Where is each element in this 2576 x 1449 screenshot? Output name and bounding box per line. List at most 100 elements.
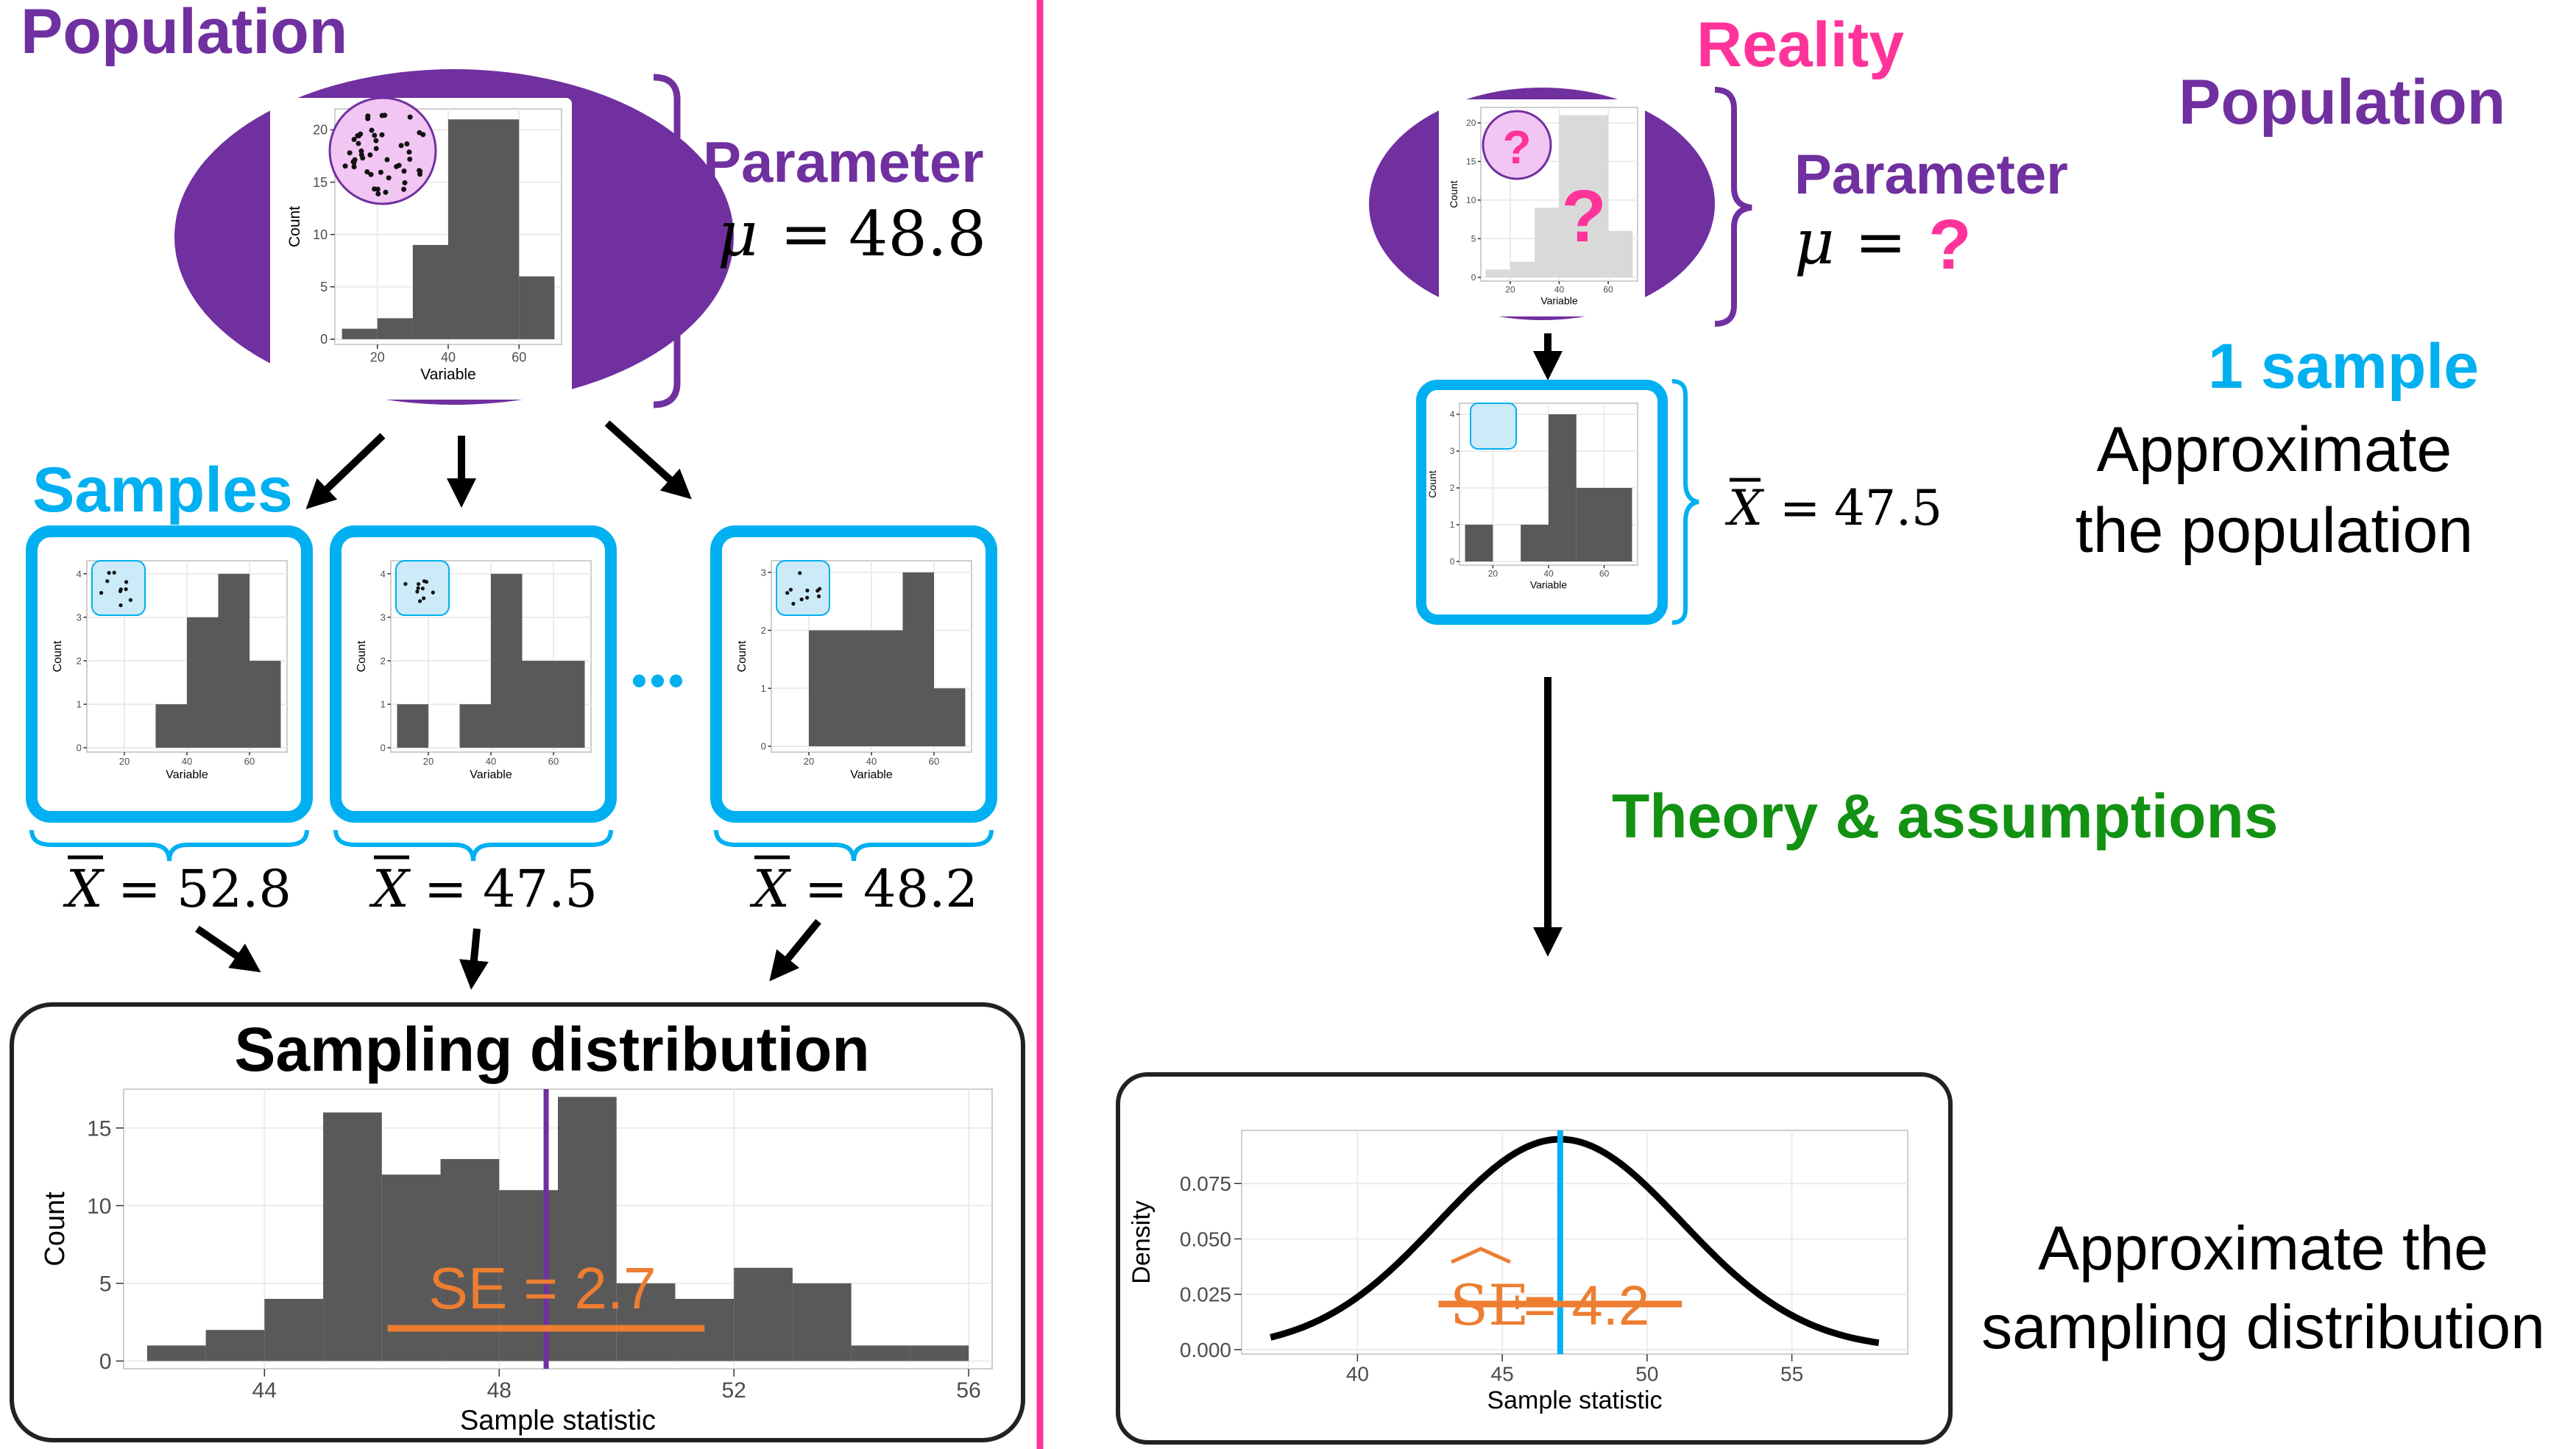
histogram-bar bbox=[934, 688, 966, 747]
se-hat-accent bbox=[1450, 1247, 1512, 1264]
x-tick-label: 60 bbox=[512, 350, 526, 364]
sample-3-cloud-icon bbox=[776, 560, 830, 616]
sample-dot bbox=[788, 587, 793, 592]
svg-text:=: = bbox=[804, 859, 848, 919]
y-tick-label: 2 bbox=[381, 655, 386, 666]
y-axis-title: Count bbox=[52, 640, 64, 672]
y-tick-label: 5 bbox=[99, 1272, 112, 1296]
x-axis-title: Sample statistic bbox=[1487, 1386, 1662, 1414]
y-tick-label: 15 bbox=[1466, 157, 1476, 167]
population-dot bbox=[379, 132, 385, 138]
samples-ellipsis: ••• bbox=[631, 656, 687, 705]
sample-dot bbox=[403, 581, 408, 587]
samples-title: Samples bbox=[32, 455, 293, 525]
sample-mean-3-value: 48.2 bbox=[863, 859, 978, 919]
svg-text:=: = bbox=[118, 859, 161, 919]
y-tick-label: 15 bbox=[313, 175, 328, 190]
unknown-cloud-icon bbox=[1482, 110, 1552, 180]
sample-mean-2-value: 47.5 bbox=[483, 859, 598, 919]
sample-dot bbox=[817, 594, 821, 599]
one-sample-brace bbox=[1671, 379, 1699, 625]
population-dot bbox=[383, 189, 389, 195]
population-title: Population bbox=[21, 0, 347, 67]
y-tick-label: 3 bbox=[381, 612, 386, 623]
sample-dot bbox=[815, 589, 820, 593]
sample-1-cloud-icon bbox=[91, 560, 146, 616]
y-tick-label: 0.025 bbox=[1180, 1283, 1231, 1306]
population-dot bbox=[355, 141, 361, 146]
right-population-title: Population bbox=[2179, 67, 2505, 138]
parameter-symbol: μ bbox=[718, 198, 758, 270]
population-dot bbox=[352, 157, 358, 163]
population-dot bbox=[404, 141, 410, 146]
one-sample-mean-value: 47.5 bbox=[1834, 480, 1942, 536]
histogram-bar bbox=[397, 704, 428, 748]
population-dot bbox=[407, 114, 413, 120]
right-parameter-equals: = bbox=[1855, 206, 1906, 278]
histogram-bar bbox=[792, 1283, 852, 1361]
histogram-bar bbox=[187, 617, 219, 748]
histogram-bar bbox=[851, 1345, 910, 1361]
right-parameter-unknown: ? bbox=[1928, 205, 1972, 284]
histogram-bar bbox=[323, 1112, 382, 1361]
x-tick-label: 60 bbox=[244, 756, 255, 767]
y-tick-label: 4 bbox=[77, 568, 82, 579]
one-sample-title: 1 sample bbox=[2208, 331, 2479, 402]
y-tick-label: 20 bbox=[313, 123, 328, 138]
population-dot bbox=[367, 152, 373, 157]
y-axis-title: Density bbox=[1128, 1200, 1156, 1283]
histogram-bar bbox=[519, 276, 555, 339]
population-dot bbox=[373, 146, 379, 152]
x-tick-label: 40 bbox=[866, 756, 877, 767]
one-sample-mean: X = 47.5 bbox=[1724, 478, 1942, 536]
y-tick-label: 1 bbox=[381, 699, 386, 710]
sample-dot bbox=[118, 587, 123, 592]
one-sample-cloud-icon bbox=[1470, 403, 1517, 450]
x-tick-label: 40 bbox=[441, 350, 456, 364]
x-tick-label: 20 bbox=[423, 756, 434, 767]
y-tick-label: 0 bbox=[1471, 272, 1476, 283]
y-tick-label: 1 bbox=[77, 699, 82, 710]
x-tick-label: 45 bbox=[1491, 1362, 1514, 1385]
histogram-bar bbox=[205, 1330, 265, 1361]
x-tick-label: 40 bbox=[1346, 1362, 1369, 1385]
x-tick-label: 52 bbox=[722, 1378, 746, 1403]
population-dot bbox=[365, 113, 371, 119]
y-tick-label: 0 bbox=[320, 332, 328, 347]
population-dot bbox=[394, 163, 400, 169]
svg-text:X: X bbox=[1724, 480, 1765, 536]
histogram-bar bbox=[459, 704, 491, 748]
sample-dot bbox=[798, 571, 802, 575]
sample-dot bbox=[99, 591, 104, 595]
population-dot bbox=[369, 127, 375, 133]
histogram-bar bbox=[1608, 230, 1633, 277]
population-dot bbox=[398, 143, 404, 149]
arrows-to-samples bbox=[305, 420, 692, 509]
histogram-bar bbox=[1521, 525, 1549, 561]
sample-dot bbox=[418, 599, 422, 603]
y-axis-title: Count bbox=[1426, 470, 1438, 497]
y-tick-label: 3 bbox=[761, 567, 766, 578]
sample-mean-1-value: 52.8 bbox=[177, 859, 291, 919]
population-dot bbox=[342, 163, 348, 169]
population-dot bbox=[368, 171, 374, 177]
y-tick-label: 0.050 bbox=[1180, 1227, 1231, 1250]
density-curve bbox=[1270, 1136, 1880, 1347]
y-tick-label: 2 bbox=[1450, 483, 1455, 493]
population-dot bbox=[417, 130, 422, 135]
y-tick-label: 3 bbox=[1450, 446, 1455, 456]
y-axis-title: Count bbox=[736, 640, 749, 672]
x-tick-label: 40 bbox=[182, 756, 192, 767]
sample-dot bbox=[799, 597, 804, 602]
population-cloud-icon bbox=[328, 96, 437, 205]
x-axis-title: Variable bbox=[1540, 295, 1578, 307]
x-tick-label: 20 bbox=[370, 350, 385, 364]
parameter-equals: = bbox=[780, 198, 832, 270]
x-axis-title: Variable bbox=[470, 768, 512, 781]
x-tick-label: 50 bbox=[1635, 1362, 1658, 1385]
sampling-distribution-title: Sampling distribution bbox=[234, 1015, 869, 1084]
x-tick-label: 60 bbox=[548, 756, 559, 767]
